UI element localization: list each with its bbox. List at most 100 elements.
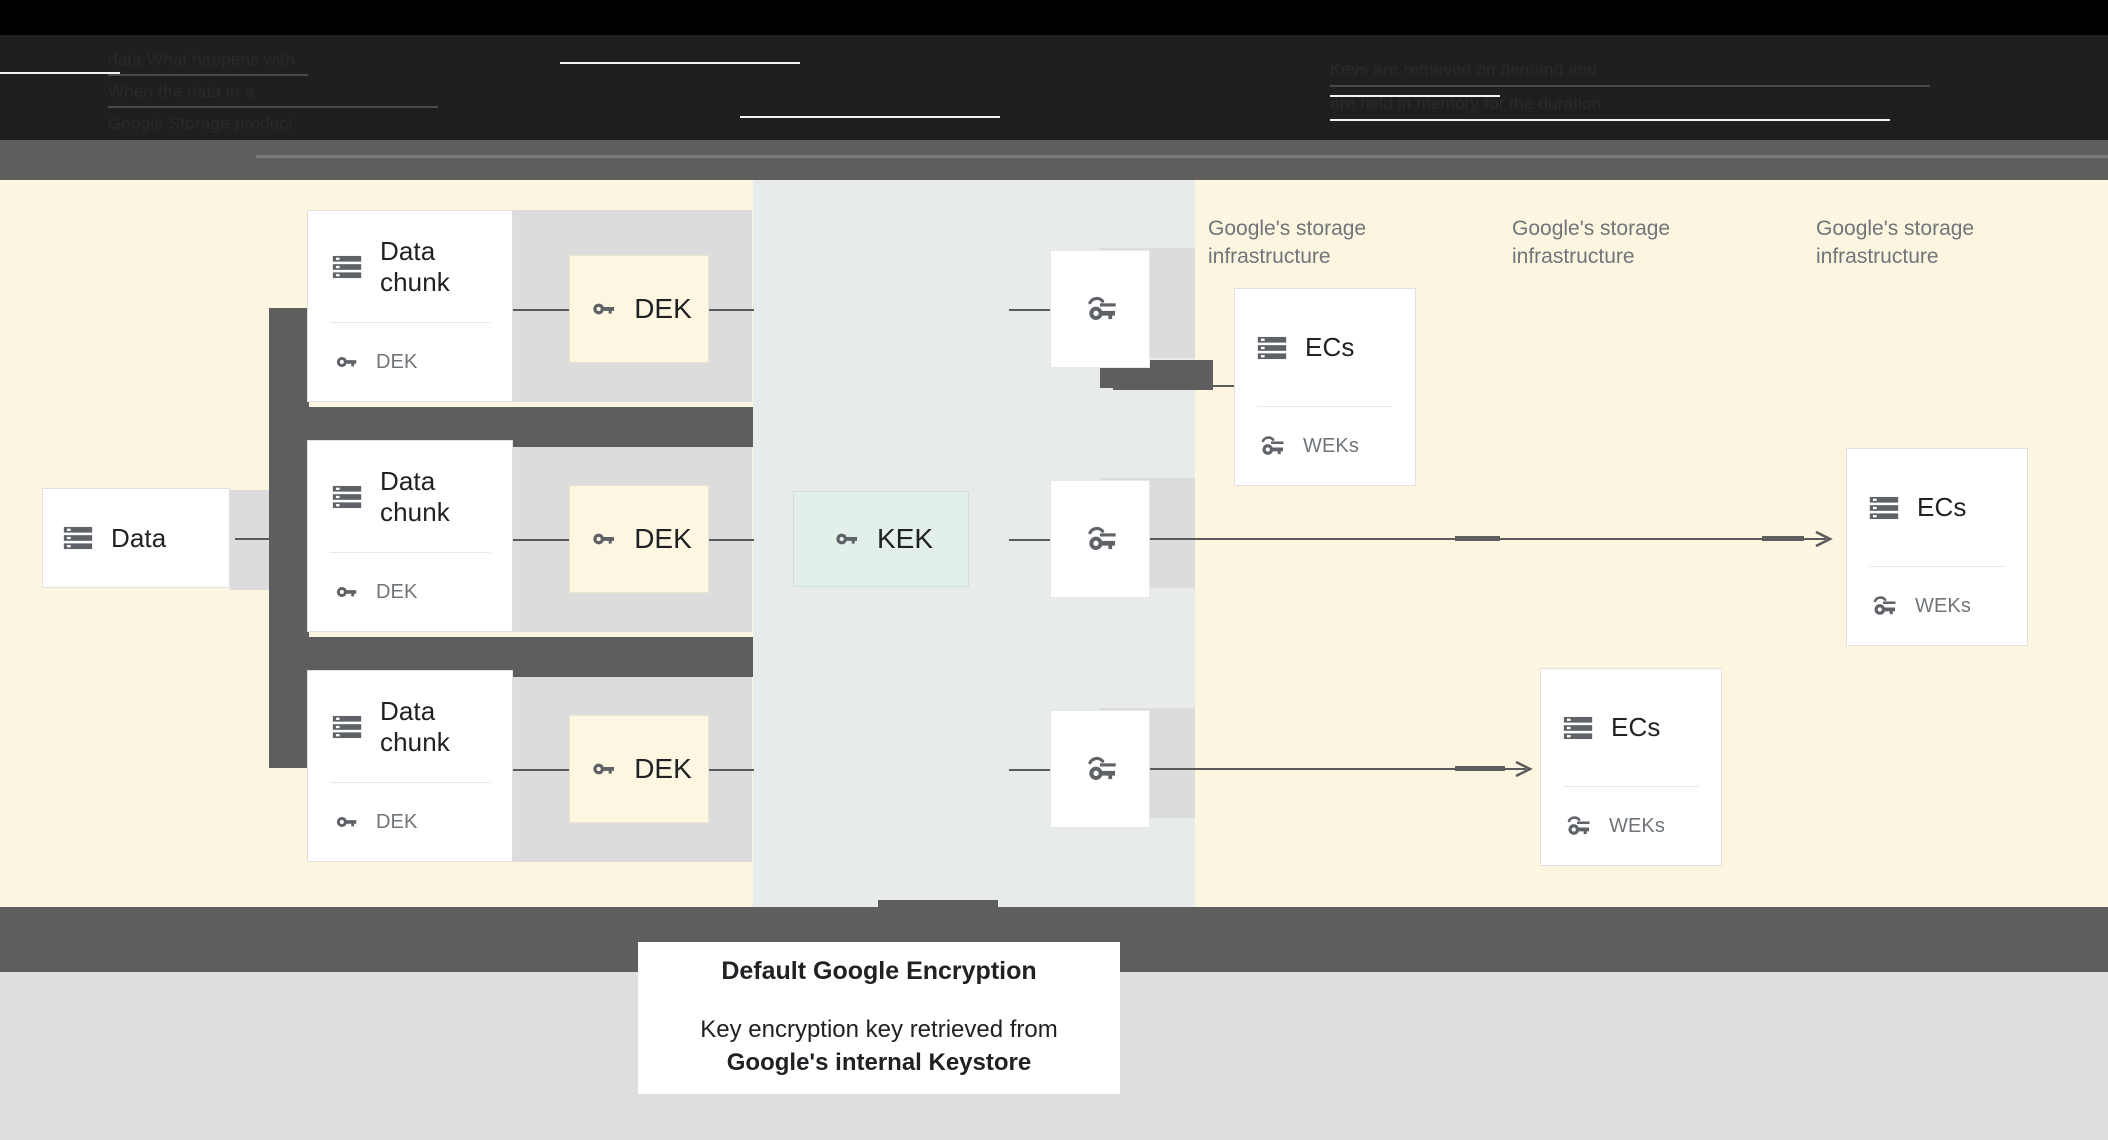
- wrapped-key-icon: [1080, 519, 1120, 559]
- card-data-chunk-2-key-label: DEK: [376, 580, 418, 603]
- card-ecs-3-key: WEKs: [1541, 787, 1721, 865]
- card-data-chunk-3-title: Data chunk: [380, 695, 450, 757]
- obscured-right-rule-2: [1330, 119, 1890, 121]
- key-icon: [330, 347, 360, 377]
- obscured-header-band: [0, 35, 2108, 140]
- card-divider: [330, 782, 490, 783]
- redaction-bar-seg-2: [1762, 536, 1804, 541]
- header-scratch-1: [0, 72, 120, 74]
- obscured-line-3: Google Storage product: [108, 114, 293, 133]
- obscured-rule-1: [108, 74, 308, 76]
- kek-box[interactable]: KEK: [793, 491, 969, 587]
- dek-box-2-label: DEK: [634, 523, 692, 554]
- redaction-bar-vertical: [269, 308, 309, 768]
- redaction-bar-seg-3: [1455, 766, 1505, 771]
- key-icon: [586, 523, 618, 555]
- obscured-header-text-right: Keys are retrieved on demand and are hel…: [1330, 60, 1990, 121]
- storage-icon: [1255, 331, 1289, 365]
- storage-label-3: Google's storage infrastructure: [1816, 217, 1975, 268]
- wrapped-key-box-1[interactable]: [1050, 250, 1150, 368]
- card-data-chunk-3[interactable]: Data chunk DEK: [307, 670, 513, 862]
- kek-box-label: KEK: [876, 523, 934, 554]
- wrapped-key-icon: [1561, 810, 1593, 842]
- card-ecs-2[interactable]: ECs WEKs: [1846, 448, 2028, 646]
- line-to-wrapped-key-1: [1009, 309, 1054, 311]
- footer-caption-title: Default Google Encryption: [721, 956, 1037, 985]
- obscured-header-text-left: data What happens with When the data in …: [108, 50, 1008, 134]
- wrapped-key-icon: [1080, 749, 1120, 789]
- key-icon: [330, 807, 360, 837]
- card-data-chunk-3-key: DEK: [308, 783, 512, 861]
- wrapped-key-box-2[interactable]: [1050, 480, 1150, 598]
- card-ecs-1-key: WEKs: [1235, 407, 1415, 485]
- card-ecs-2-key-label: WEKs: [1915, 594, 1971, 617]
- header-scratch-2: [560, 62, 800, 64]
- card-data-chunk-2[interactable]: Data chunk DEK: [307, 440, 513, 632]
- redaction-bar-bottom: [878, 900, 998, 914]
- key-icon: [586, 753, 618, 785]
- card-ecs-1-title: ECs: [1305, 332, 1355, 363]
- card-data-source-title: Data: [111, 522, 167, 553]
- line-dek2-out: [709, 539, 754, 541]
- card-data-chunk-2-title: Data chunk: [380, 465, 450, 527]
- card-ecs-1[interactable]: ECs WEKs: [1234, 288, 1416, 486]
- key-icon: [586, 293, 618, 325]
- card-data-source[interactable]: Data: [42, 488, 230, 588]
- dek-box-2[interactable]: DEK: [569, 485, 709, 593]
- card-ecs-2-key: WEKs: [1847, 567, 2027, 645]
- header-scratch-3: [740, 116, 1000, 118]
- card-ecs-3[interactable]: ECs WEKs: [1540, 668, 1722, 866]
- line-kek-to-wrapped-key-2: [1009, 539, 1054, 541]
- card-data-chunk-2-top: Data chunk: [308, 441, 512, 552]
- card-data-chunk-1[interactable]: Data chunk DEK: [307, 210, 513, 402]
- obscured-right-rule-1: [1330, 85, 1930, 87]
- obscured-right-line-2: are held in memory for the duration: [1330, 94, 1602, 113]
- line-chunk1-to-dek1: [508, 309, 570, 311]
- obscured-rule-2: [108, 106, 438, 108]
- card-data-chunk-1-title: Data chunk: [380, 235, 450, 297]
- dek-box-3[interactable]: DEK: [569, 715, 709, 823]
- storage-icon: [61, 521, 95, 555]
- footer-caption-body-line1: Key encryption key retrieved from: [700, 1015, 1058, 1043]
- card-ecs-1-key-label: WEKs: [1303, 434, 1359, 457]
- card-divider: [1257, 406, 1393, 407]
- obscured-line-2: When the data in a: [108, 82, 255, 101]
- header-divider-bar: [0, 140, 2108, 180]
- card-data-source-top: Data: [43, 489, 229, 587]
- storage-icon: [330, 710, 364, 744]
- line-dek1-out: [709, 309, 754, 311]
- wrapped-key-icon: [1867, 590, 1899, 622]
- redaction-bar-seg-1: [1455, 536, 1500, 541]
- key-icon: [829, 523, 861, 555]
- wrapped-key-icon: [1255, 430, 1287, 462]
- storage-icon: [1561, 711, 1595, 745]
- wrapped-key-box-3[interactable]: [1050, 710, 1150, 828]
- card-divider: [330, 322, 490, 323]
- key-icon: [330, 577, 360, 607]
- card-data-chunk-1-key: DEK: [308, 323, 512, 401]
- card-ecs-3-key-label: WEKs: [1609, 814, 1665, 837]
- dek-box-1[interactable]: DEK: [569, 255, 709, 363]
- storage-label-1: Google's storage infrastructure: [1208, 217, 1367, 268]
- card-ecs-3-top: ECs: [1541, 669, 1721, 786]
- header-scratch-5: [256, 155, 2108, 158]
- card-divider: [330, 552, 490, 553]
- wrapped-key-icon: [1080, 289, 1120, 329]
- storage-icon: [1867, 491, 1901, 525]
- dek-box-3-label: DEK: [634, 753, 692, 784]
- card-data-chunk-1-top: Data chunk: [308, 211, 512, 322]
- storage-icon: [330, 480, 364, 514]
- obscured-right-line-1: Keys are retrieved on demand and: [1330, 60, 1598, 79]
- card-data-chunk-1-key-label: DEK: [376, 350, 418, 373]
- card-divider: [1563, 786, 1699, 787]
- card-ecs-3-title: ECs: [1611, 712, 1661, 743]
- footer-caption-body-line2: Google's internal Keystore: [726, 1048, 1032, 1076]
- line-chunk2-to-dek2: [508, 539, 570, 541]
- footer-caption-body: Key encryption key retrieved from Google…: [700, 1014, 1057, 1079]
- footer-caption-card: Default Google Encryption Key encryption…: [638, 942, 1120, 1094]
- line-to-wrapped-key-3: [1009, 769, 1054, 771]
- card-data-chunk-2-key: DEK: [308, 553, 512, 631]
- card-ecs-1-top: ECs: [1235, 289, 1415, 406]
- card-divider: [1869, 566, 2005, 567]
- line-dek3-out: [709, 769, 754, 771]
